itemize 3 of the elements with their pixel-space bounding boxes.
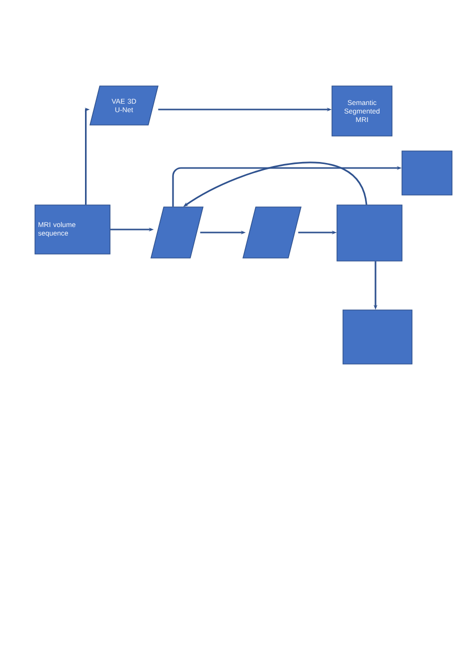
process-box (342, 310, 412, 364)
process-box (402, 150, 452, 196)
process-box (336, 204, 402, 262)
